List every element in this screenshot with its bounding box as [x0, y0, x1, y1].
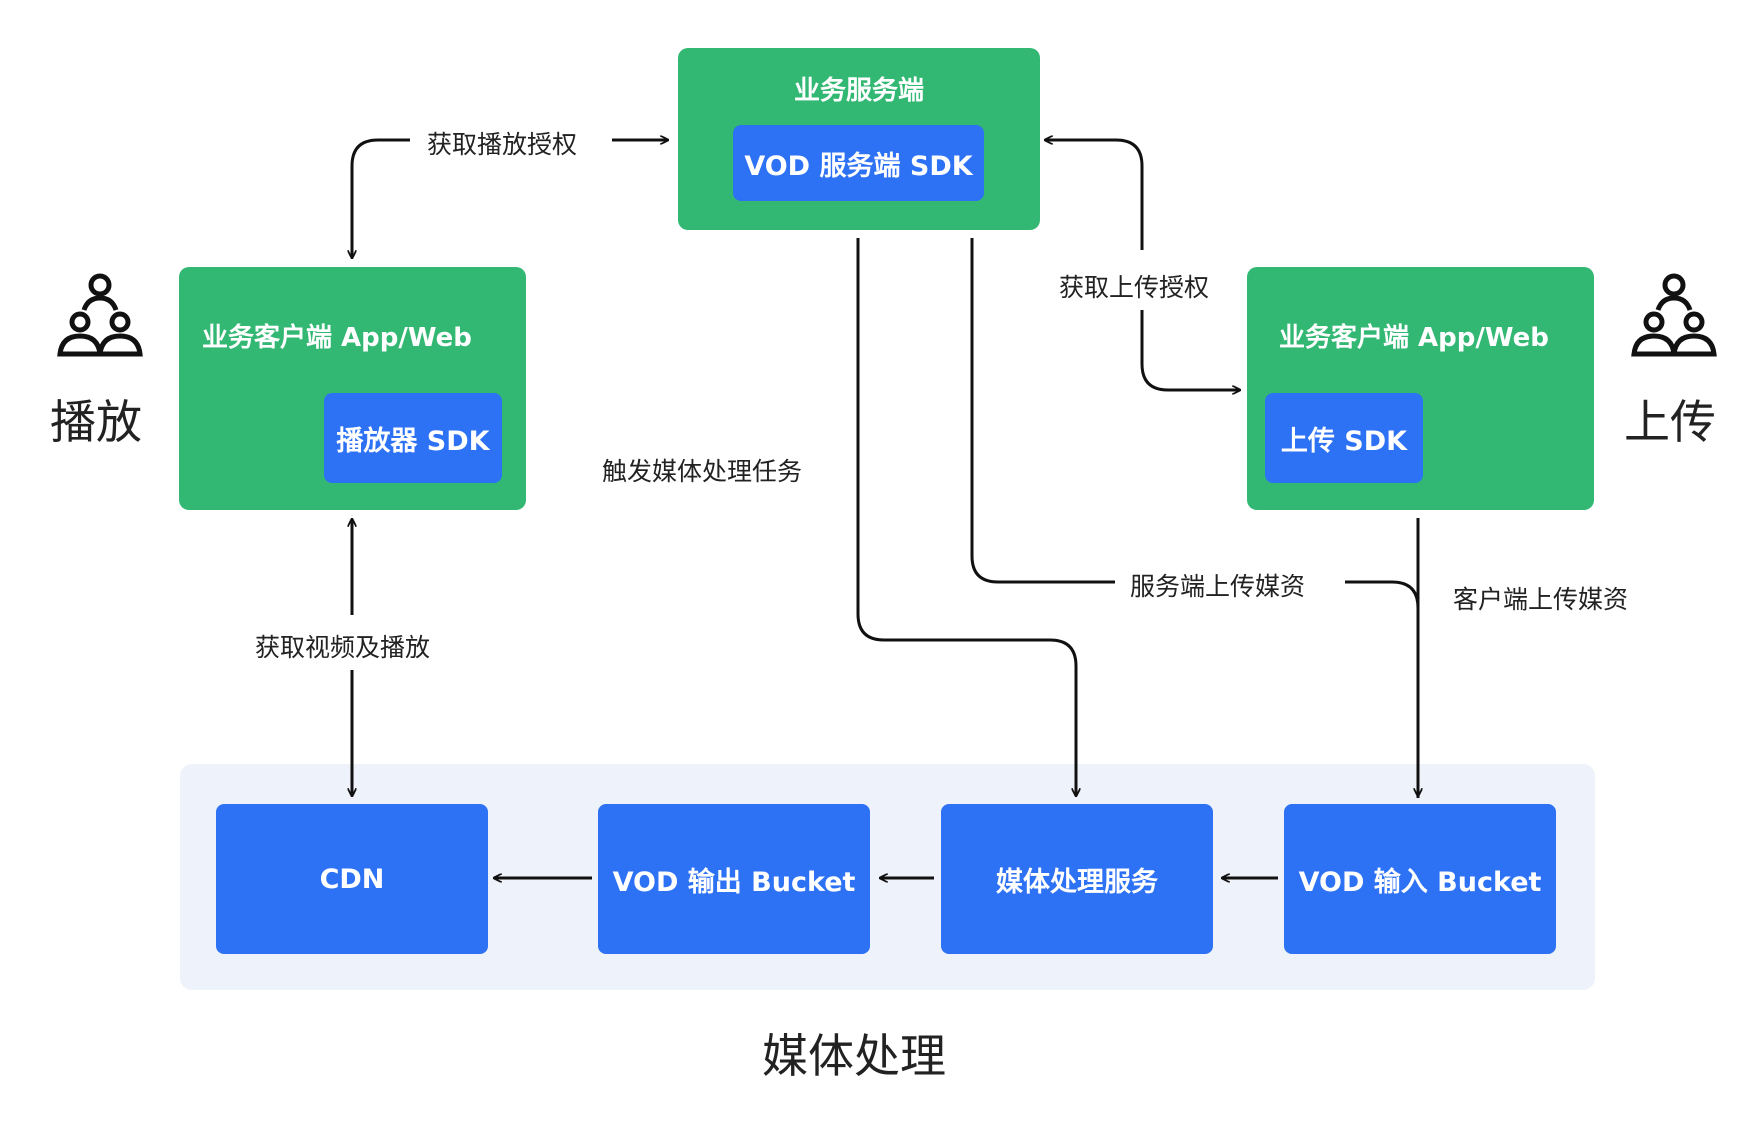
server-title: 业务服务端	[793, 76, 924, 106]
upload-actor-icon	[1631, 273, 1717, 357]
server-sdk-box: VOD 服务端 SDK	[733, 125, 984, 201]
edge-server-upload-end	[1345, 580, 1420, 798]
output-bucket-node: VOD 输出 Bucket	[598, 804, 870, 954]
input-bucket-node: VOD 输入 Bucket	[1284, 804, 1556, 954]
edge-label-server-upload: 服务端上传媒资	[1130, 567, 1306, 603]
media-processing-service-node: 媒体处理服务	[941, 804, 1213, 954]
edge-label-get-video: 获取视频及播放	[255, 628, 431, 664]
edge-trigger	[856, 238, 1076, 796]
edge-upload-auth-top	[1045, 140, 1144, 250]
edge-play-auth-left	[352, 138, 410, 258]
upload-actor-label: 上传	[1624, 395, 1716, 449]
upload-client-node: 业务客户端 App/Web 上传 SDK	[1247, 267, 1594, 510]
media-group-label: 媒体处理	[762, 1029, 946, 1083]
play-actor-icon	[57, 273, 143, 357]
server-node: 业务服务端 VOD 服务端 SDK	[678, 48, 1040, 230]
upload-sdk-box: 上传 SDK	[1265, 393, 1423, 483]
play-client-title: 业务客户端 App/Web	[202, 323, 472, 353]
player-sdk-box: 播放器 SDK	[324, 393, 502, 483]
edge-server-upload	[970, 238, 1115, 584]
edge-label-client-upload: 客户端上传媒资	[1453, 580, 1629, 616]
edge-label-trigger: 触发媒体处理任务	[602, 452, 803, 488]
edge-label-play-auth: 获取播放授权	[427, 125, 578, 161]
cdn-node: CDN	[216, 804, 488, 954]
play-actor-label: 播放	[50, 395, 142, 449]
play-client-node: 业务客户端 App/Web 播放器 SDK	[179, 267, 526, 510]
edge-label-upload-auth: 获取上传授权	[1059, 268, 1210, 304]
edge-upload-auth-bottom	[1140, 310, 1240, 390]
upload-client-title: 业务客户端 App/Web	[1279, 323, 1549, 353]
